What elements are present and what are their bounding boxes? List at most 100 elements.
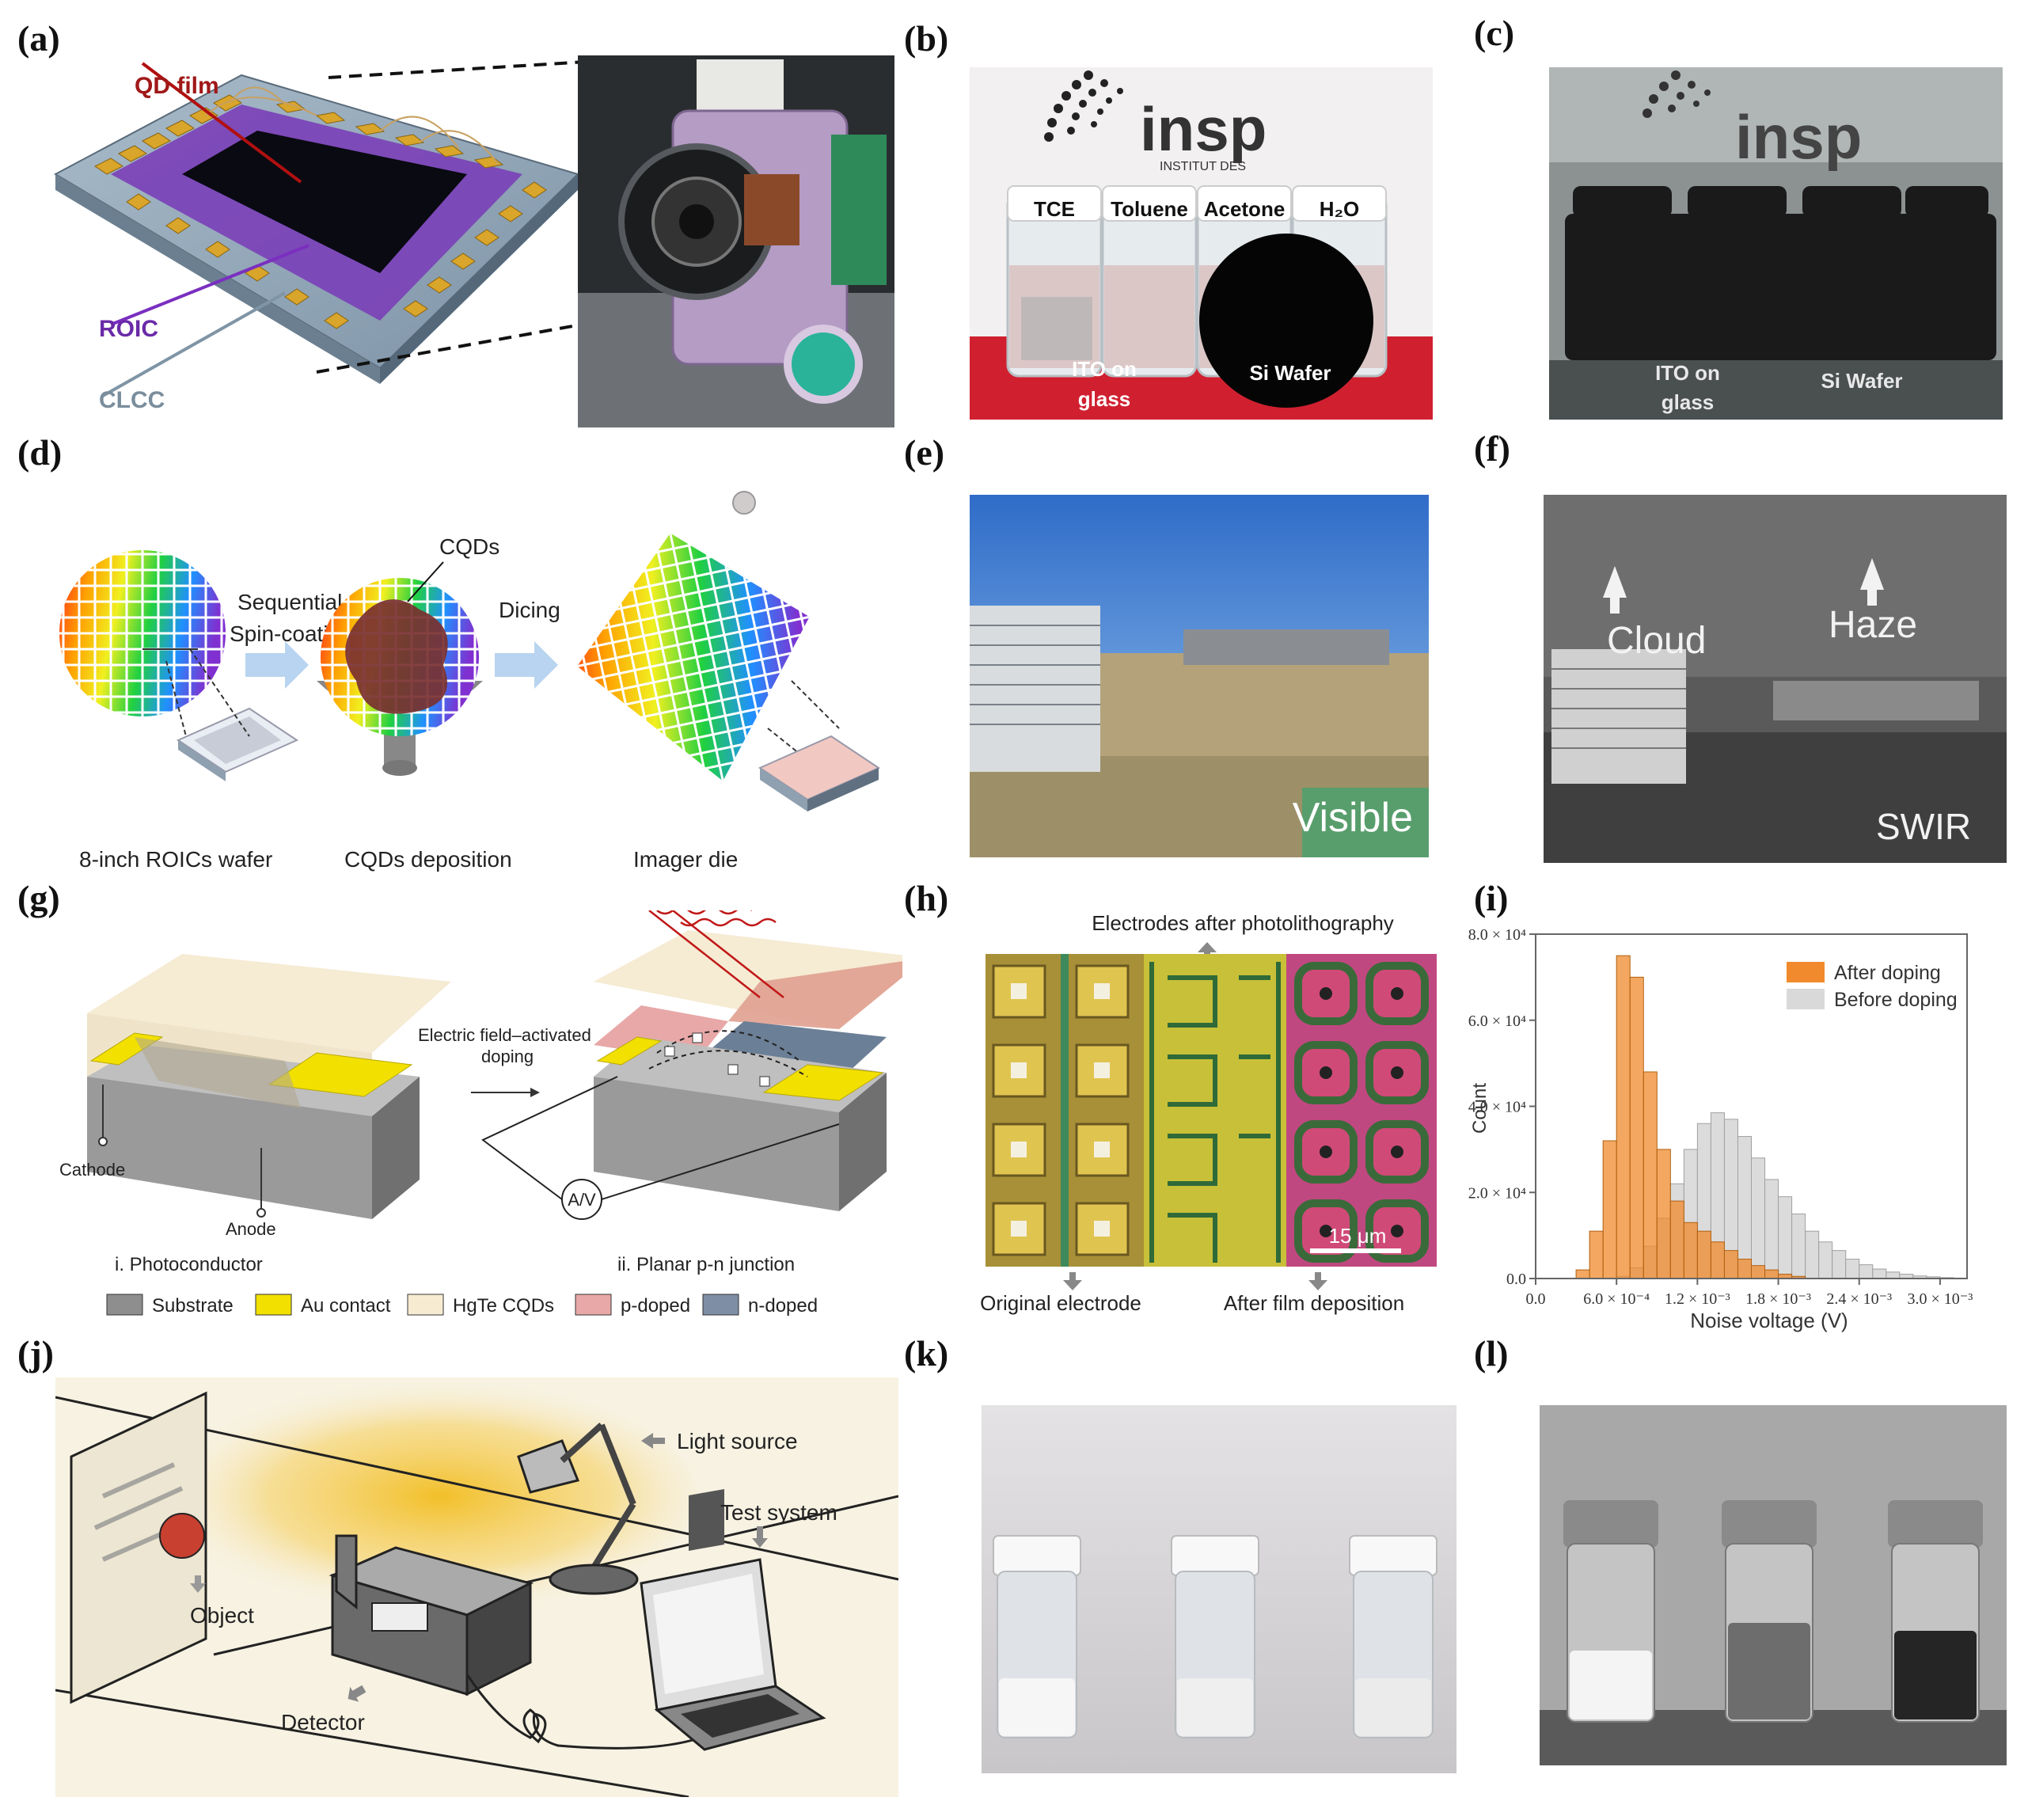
x-tick-label: 3.0 × 10⁻³ [1908,1290,1973,1308]
panel-label-d: (d) [17,432,63,473]
imager-die-chip [758,735,881,811]
roic-zoom-chip [176,707,299,781]
object-screen [70,1391,207,1704]
ito-label-line1: ITO on [1072,357,1137,381]
legend-label-before: Before doping [1834,989,1958,1011]
ir-powder-vials [1563,1500,1983,1723]
chart-legend: After doping Before doping [1787,962,1958,1011]
original-electrode-label: Original electrode [980,1291,1141,1315]
panel-label-k: (k) [904,1333,949,1374]
after-doping-bar [1629,976,1644,1279]
scale-bar-label: 15 μm [1329,1224,1387,1248]
clcc-label: CLCC [99,387,165,413]
si-wafer-label: Si Wafer [1249,361,1331,385]
panel-h-micrograph: Electrodes after photolithography [980,911,1437,1315]
before-doping-bar [1872,1268,1887,1279]
circuit-board [831,135,887,285]
detector-label: Detector [281,1710,365,1735]
panel-d-process-diagram: Sequential Spin-coating CQDs Dicing 8-in… [59,491,881,872]
before-doping-bar [1886,1271,1901,1279]
panel-a-chip-diagram: QD film ROIC CLCC [53,55,894,427]
arrow-spin-coating [245,641,309,689]
solvent-label-acetone: Acetone [1204,197,1286,221]
white-powder-vials [993,1535,1437,1738]
caption-roic-wafer: 8-inch ROICs wafer [79,847,272,872]
caption-imager-die: Imager die [633,847,738,872]
y-tick-label: 6.0 × 10⁴ [1468,1013,1526,1030]
after-doping-bar [1696,1230,1711,1279]
insp-logo-subtext: INSTITUT DES [1160,160,1246,173]
y-axis-label: Count [1469,1083,1491,1134]
solvent-label-water: H₂O [1320,197,1360,221]
cable [465,1674,701,1750]
panel-label-l: (l) [1474,1333,1509,1374]
arrow-cloud [1603,566,1627,614]
x-axis-label: Noise voltage (V) [1690,1309,1848,1332]
after-doping-bar [1669,1200,1684,1279]
diced-imager-array [577,533,810,781]
before-doping-bar [1818,1241,1833,1279]
si-wafer-label-ir: Si Wafer [1821,369,1902,393]
caption-photoconductor: i. Photoconductor [115,1254,263,1275]
meter-label: A/V [568,1190,596,1210]
caption-cqd-deposition: CQDs deposition [344,847,512,872]
arrow-dicing [495,641,558,689]
panel-label-h: (h) [904,878,949,918]
before-doping-bar [1764,1179,1779,1279]
before-doping-bar [1791,1213,1806,1279]
legend-swatch-before [1787,989,1825,1009]
after-doping-bar [1737,1259,1752,1279]
panel-b-vials-photo: insp INSTITUT DES TCE Toluene Acetone H₂… [970,67,1433,420]
si-wafer [1199,234,1373,408]
after-doping-bar [1710,1241,1725,1279]
panel-k-powder-vials-photo [982,1405,1456,1773]
solvent-label-toluene: Toluene [1111,197,1188,221]
apple-object [159,1513,205,1559]
panel-label-f: (f) [1474,428,1510,469]
panel-l-ir-powder-vials-photo [1540,1405,2007,1765]
legend-swatch-after [1787,962,1825,982]
light-source-label: Light source [677,1429,798,1453]
solvent-label-tce: TCE [1034,197,1075,221]
y-tick-label: 2.0 × 10⁴ [1468,1184,1526,1202]
before-doping-bar [1805,1230,1820,1279]
cloud-label: Cloud [1607,620,1706,662]
before-doping-bar [1859,1264,1874,1279]
cqds-label: CQDs [439,534,499,559]
x-tick-label: 6.0 × 10⁻⁴ [1583,1290,1650,1308]
after-doping-bar [1575,1269,1590,1279]
panel-g-device-diagram: Cathode Anode Electric field–activated d… [59,910,902,1317]
panel-label-i: (i) [1474,878,1509,918]
light-beam [127,1377,697,1615]
ito-label-ir-line1: ITO on [1655,361,1720,385]
panel-f-swir-photo: Cloud Haze SWIR [1544,495,2007,863]
building-swir [1551,649,1686,784]
detector-camera [329,1534,534,1697]
after-doping-bar [1751,1265,1766,1279]
camera-photo [578,55,894,427]
panel-label-e: (e) [904,432,945,473]
panel-j-setup-illustration: Object Light source Detector Test system [55,1377,898,1797]
arrow-haze [1860,558,1884,606]
electrodes-photolithography-label: Electrodes after photolithography [1092,911,1394,935]
desk-lamp [517,1423,639,1595]
after-film-deposition-label: After film deposition [1224,1291,1404,1315]
ito-label-ir-line2: glass [1662,390,1715,414]
y-tick-label: 0.0 [1506,1271,1526,1288]
after-doping-bar [1683,1222,1698,1279]
y-tick-label: 8.0 × 10⁴ [1468,926,1526,944]
swir-label: SWIR [1876,806,1971,847]
incident-light-waves [648,910,784,998]
step-dicing: Dicing [499,598,560,622]
roic-label: ROIC [99,316,158,342]
cqd-layer [345,599,448,714]
after-doping-bar [1616,955,1631,1279]
panel-label-g: (g) [17,878,60,918]
insp-logo-dots-ir [1643,70,1711,118]
panel-label-b: (b) [904,18,949,59]
legend-label-after: After doping [1834,962,1941,984]
legend-p-doped: p-doped [621,1295,690,1317]
panel-label-j: (j) [17,1333,54,1374]
